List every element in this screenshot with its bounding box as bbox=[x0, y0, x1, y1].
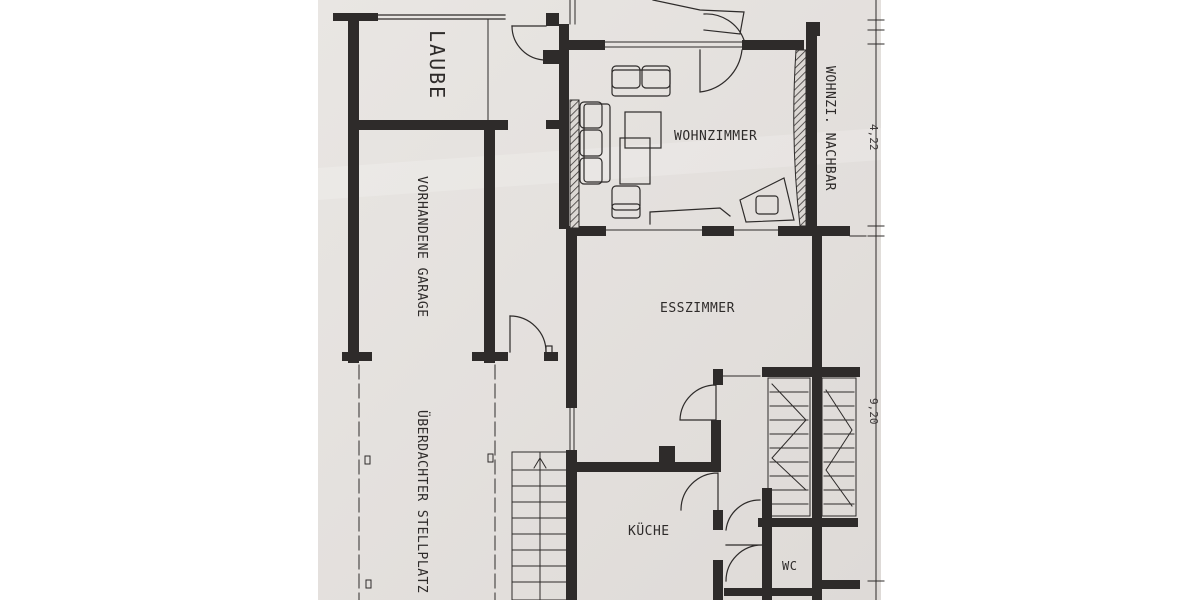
label-kueche: KÜCHE bbox=[628, 522, 670, 539]
room-labels: LAUBE WOHNZIMMER WOHNZI. NACHBAR VORHAND… bbox=[414, 30, 880, 593]
house-walls bbox=[559, 22, 860, 600]
label-wohnzimmer: WOHNZIMMER bbox=[674, 129, 757, 144]
interior-doors bbox=[679, 384, 763, 582]
dimension-label-2: 9,20 bbox=[867, 398, 880, 425]
label-wc: WC bbox=[782, 559, 797, 573]
label-garage: VORHANDENE GARAGE bbox=[414, 176, 429, 318]
paper-sheet bbox=[318, 0, 881, 600]
label-esszimmer: ESSZIMMER bbox=[660, 301, 735, 316]
hatched-wall-east bbox=[793, 49, 807, 227]
entrance-stairs bbox=[511, 451, 569, 600]
terrace-door bbox=[652, 0, 745, 93]
paper-fold bbox=[318, 128, 881, 200]
label-wohnzimmer-nachbar: WOHNZI. NACHBAR bbox=[822, 66, 837, 191]
laube-door bbox=[511, 25, 547, 61]
garage-walls bbox=[333, 13, 560, 363]
sofa-set bbox=[579, 65, 795, 225]
staircase bbox=[767, 377, 857, 517]
dimension-line bbox=[849, 0, 885, 600]
garage-door bbox=[509, 315, 553, 355]
label-laube: LAUBE bbox=[425, 30, 449, 100]
label-stellplatz: ÜBERDACHTER STELLPLATZ bbox=[414, 410, 431, 593]
hatched-wall-west bbox=[569, 99, 580, 229]
dimension-label-1: 4,22 bbox=[867, 124, 880, 151]
